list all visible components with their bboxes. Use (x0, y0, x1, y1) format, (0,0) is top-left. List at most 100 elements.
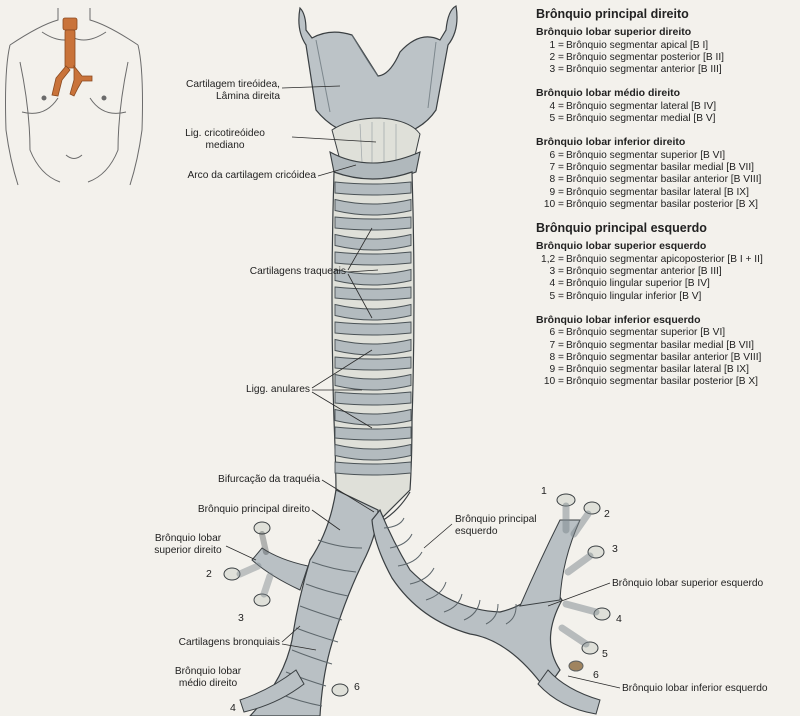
legend-item-key: 8 = (549, 351, 564, 363)
label-bronchial-cartilages: Cartilagens bronquiais (178, 637, 280, 648)
inset-trachea (51, 17, 93, 97)
label-right-upper-lobar-bronchus: Brônquio lobar superior direito (154, 533, 222, 556)
right-segmental-1 (253, 521, 271, 535)
tracheal-ring (334, 233, 412, 251)
bronchial-ring (397, 551, 423, 567)
legend-item-key: 6 = (549, 149, 564, 161)
trachea (331, 171, 415, 523)
legend-right-section-heading: Brônquio lobar superior direito (536, 26, 692, 39)
legend-item: 2 =Brônquio segmentar posterior [B II] (522, 52, 794, 64)
legend-item: 3 =Brônquio segmentar anterior [B III] (522, 64, 794, 76)
segment-number-right-2: 2 (206, 568, 212, 580)
left-main-bronchus (371, 508, 563, 692)
right-segmental-3 (253, 593, 271, 607)
legend-item-value: Brônquio segmentar basilar posterior [B … (566, 198, 758, 210)
bronchial-ring (505, 603, 517, 625)
segment-legend: Brônquio principal direito Brônquio loba… (522, 8, 794, 400)
legend-item-value: Brônquio segmentar anterior [B III] (566, 64, 722, 76)
legend-item-value: Brônquio segmentar lateral [B IV] (566, 100, 717, 112)
bronchial-ring (295, 627, 339, 643)
legend-item-key: 1,2 = (541, 253, 564, 265)
legend-item-key: 4 = (549, 278, 564, 290)
tracheal-ring (334, 356, 412, 371)
legend-item: 1 =Brônquio segmentar apical [B I] (522, 40, 794, 52)
legend-item-key: 9 = (549, 186, 564, 198)
legend-item: 6 =Brônquio segmentar superior [B VI] (522, 327, 794, 339)
tracheal-ring (334, 303, 412, 321)
tracheal-ring (334, 443, 412, 461)
tracheal-ring (334, 461, 412, 476)
legend-right-section-heading: Brônquio lobar inferior direito (536, 136, 686, 149)
bronchial-ring (305, 583, 349, 597)
legend-item: 4 =Brônquio segmentar lateral [B IV] (522, 101, 794, 113)
tracheal-ring (334, 181, 412, 196)
legend-item-value: Brônquio segmentar medial [B V] (566, 113, 716, 125)
legend-item-value: Brônquio segmentar superior [B VI] (566, 327, 726, 339)
bronchial-ring (443, 593, 463, 613)
legend-item-key: 4 = (549, 100, 564, 112)
legend-left-section-heading: Brônquio lobar superior esquerdo (536, 240, 707, 253)
legend-item-value: Brônquio segmentar posterior [B II] (566, 51, 724, 63)
bronchial-ring (299, 605, 343, 621)
legend-item: 10 =Brônquio segmentar basilar posterior… (522, 199, 794, 211)
legend-left-section-heading: Brônquio lobar inferior esquerdo (536, 313, 701, 326)
legend-item: 8 =Brônquio segmentar basilar anterior [… (522, 352, 794, 364)
left-lower-lobar-bronchus (537, 669, 601, 715)
legend-item: 1,2 =Brônquio segmentar apicoposterior [… (522, 254, 794, 266)
segment-number-right-6: 6 (354, 681, 360, 693)
label-cricoid-arch: Arco da cartilagem cricóidea (187, 170, 316, 181)
torso-inset (5, 8, 143, 186)
bronchial-ring (389, 533, 413, 549)
label-left-main-bronchus: Brônquio principal esquerdo (455, 514, 537, 537)
legend-item: 10 =Brônquio segmentar basilar posterior… (522, 376, 794, 388)
bronchi (223, 489, 611, 716)
legend-item-value: Brônquio segmentar anterior [B III] (566, 266, 722, 278)
tracheal-ring (334, 216, 412, 231)
bronchial-ring (317, 539, 363, 549)
legend-item: 9 =Brônquio segmentar basilar lateral [B… (522, 364, 794, 376)
tracheal-ring (334, 251, 412, 266)
bronchial-ring (311, 561, 357, 573)
right-middle-lobar-bronchus (239, 669, 305, 713)
leader-lines (225, 85, 621, 689)
tracheal-ring (334, 426, 412, 441)
legend-item: 4 =Brônquio lingular superior [B IV] (522, 278, 794, 290)
legend-item-value: Brônquio segmentar basilar posterior [B … (566, 376, 758, 388)
legend-title-right: Brônquio principal direito (536, 7, 689, 21)
legend-item-key: 5 = (549, 113, 564, 125)
legend-item-key: 9 = (549, 364, 564, 376)
right-segmental-2 (223, 567, 241, 581)
legend-item-value: Brônquio segmentar basilar medial [B VII… (566, 339, 754, 351)
tracheal-ring (334, 286, 412, 301)
tracheal-ring (334, 408, 412, 426)
label-cricothyroid-ligament: Lig. cricotireóideo mediano (185, 128, 265, 151)
tracheal-ring (334, 373, 412, 391)
legend-item-value: Brônquio segmentar apicoposterior [B I +… (566, 253, 763, 265)
segment-number-right-4: 4 (230, 702, 236, 714)
legend-item-value: Brônquio segmentar basilar lateral [B IX… (566, 186, 749, 198)
tracheal-ring (334, 391, 412, 406)
bronchial-ring (485, 603, 499, 625)
label-tracheal-bifurcation: Bifurcação da traquéia (218, 474, 320, 485)
legend-item-value: Brônquio lingular inferior [B V] (566, 290, 702, 302)
legend-item-key: 7 = (549, 339, 564, 351)
legend-item-value: Brônquio segmentar basilar anterior [B V… (566, 174, 762, 186)
tracheal-ring (334, 321, 412, 336)
legend-item: 6 =Brônquio segmentar superior [B VI] (522, 150, 794, 162)
segment-number-left-4: 4 (616, 613, 622, 625)
legend-item-value: Brônquio segmentar apical [B I] (566, 39, 709, 51)
label-right-middle-lobar-bronchus: Brônquio lobar médio direito (174, 666, 242, 689)
legend-item-key: 10 = (543, 376, 564, 388)
bronchial-ring (285, 671, 327, 687)
segment-number-left-3: 3 (612, 543, 618, 555)
label-tracheal-cartilages: Cartilagens traqueais (249, 266, 346, 277)
legend-item: 5 =Brônquio lingular inferior [B V] (522, 291, 794, 303)
